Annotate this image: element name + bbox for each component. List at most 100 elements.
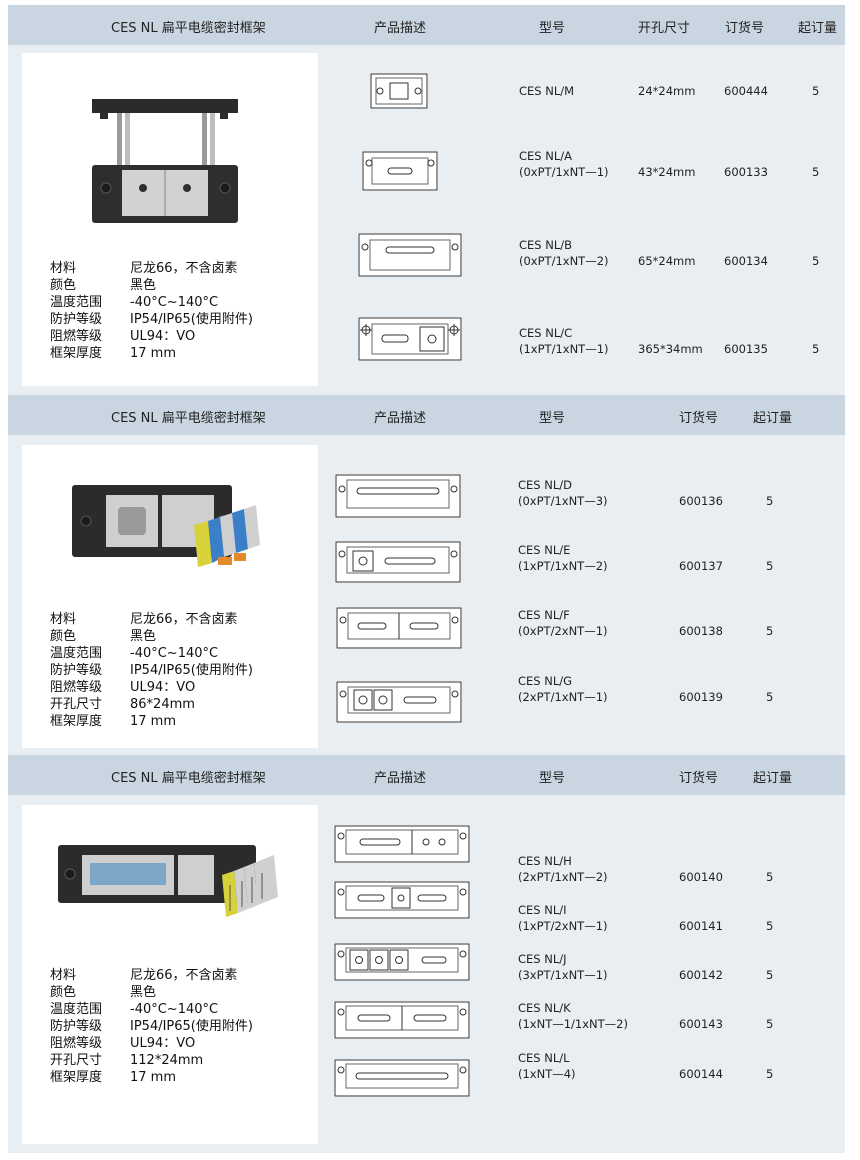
spec-key: 阻燃等级 — [50, 329, 103, 344]
moq-cell: 5 — [766, 624, 774, 638]
spec-value: 17 mm — [130, 1070, 177, 1085]
spec-key: 温度范围 — [50, 295, 103, 310]
moq-cell: 5 — [766, 690, 774, 704]
order-cell: 600134 — [724, 254, 768, 268]
spec-key: 温度范围 — [50, 646, 103, 661]
header-moq: 起订量 — [798, 21, 838, 36]
drawing-nl-l — [334, 1059, 470, 1097]
order-cell: 600140 — [679, 870, 723, 884]
model-cell: CES NL/C(1xPT/1xNT—1) — [519, 326, 609, 356]
spec-row: 温度范围-40°C~140°C — [50, 294, 253, 311]
model-cell: CES NL/F(0xPT/2xNT—1) — [518, 608, 608, 638]
spec-row: 颜色黑色 — [50, 628, 253, 645]
model-cell: CES NL/I(1xPT/2xNT—1) — [518, 903, 608, 933]
model-cell: CES NL/L(1xNT—4) — [518, 1051, 576, 1081]
header-product: CES NL 扁平电缆密封框架 — [111, 771, 266, 786]
drawing-nl-b — [358, 233, 462, 277]
model-cell: CES NL/J(3xPT/1xNT—1) — [518, 952, 608, 982]
spec-key: 框架厚度 — [50, 714, 103, 729]
order-cell: 600142 — [679, 968, 723, 982]
moq-cell: 5 — [812, 254, 820, 268]
model-cell: CES NL/D(0xPT/1xNT—3) — [518, 478, 608, 508]
spec-key: 框架厚度 — [50, 346, 103, 361]
drawing-nl-k — [334, 1001, 470, 1039]
drawing-nl-j — [334, 943, 470, 981]
spec-value: 17 mm — [130, 714, 177, 729]
section-3-header: CES NL 扁平电缆密封框架 产品描述 型号 订货号 起订量 — [8, 755, 845, 795]
header-desc: 产品描述 — [374, 771, 427, 786]
cutout-cell: 24*24mm — [638, 84, 696, 98]
drawing-nl-m — [370, 73, 428, 109]
moq-cell: 5 — [766, 1067, 774, 1081]
moq-cell: 5 — [766, 559, 774, 573]
model-cell: CES NL/A(0xPT/1xNT—1) — [519, 149, 609, 179]
model-cell: CES NL/E(1xPT/1xNT—2) — [518, 543, 608, 573]
header-product: CES NL 扁平电缆密封框架 — [111, 411, 266, 426]
header-model: 型号 — [539, 771, 566, 786]
spec-key: 颜色 — [50, 629, 77, 644]
spec-row: 框架厚度 17 mm — [50, 345, 253, 362]
spec-row: 颜色黑色 — [50, 984, 253, 1001]
frame-with-terminals-image — [72, 485, 260, 567]
moq-cell: 5 — [766, 968, 774, 982]
spec-value: 黑色 — [130, 278, 157, 293]
cutout-cell: 43*24mm — [638, 165, 696, 179]
spec-row: 框架厚度 17 mm — [50, 713, 253, 730]
spec-key: 材料 — [50, 261, 77, 276]
spec-key: 温度范围 — [50, 1002, 103, 1017]
drawing-nl-g — [336, 681, 462, 723]
moq-cell: 5 — [766, 1017, 774, 1031]
header-order: 订货号 — [679, 771, 719, 786]
product-photo-panel — [22, 805, 318, 1144]
order-cell: 600138 — [679, 624, 723, 638]
section-1-header: CES NL 扁平电缆密封框架 产品描述 型号 开孔尺寸 订货号 起订量 — [8, 5, 845, 45]
moq-cell: 5 — [812, 342, 820, 356]
spec-row: 温度范围-40°C~140°C — [50, 1001, 253, 1018]
spec-value: UL94：VO — [130, 1036, 196, 1051]
header-desc: 产品描述 — [374, 411, 427, 426]
model-cell: CES NL/M — [519, 84, 575, 98]
moq-cell: 5 — [766, 494, 774, 508]
moq-cell: 5 — [812, 84, 820, 98]
spec-value: -40°C~140°C — [130, 646, 219, 661]
order-cell: 600135 — [724, 342, 768, 356]
order-cell: 600144 — [679, 1067, 723, 1081]
spec-key: 防护等级 — [50, 663, 103, 678]
header-cutout: 开孔尺寸 — [638, 21, 691, 36]
spec-value: 尼龙66，不含卤素 — [130, 968, 238, 983]
moq-cell: 5 — [812, 165, 820, 179]
header-model: 型号 — [539, 411, 566, 426]
cutout-cell: 365*34mm — [638, 342, 703, 356]
spec-value: 112*24mm — [130, 1053, 204, 1068]
moq-cell: 5 — [766, 919, 774, 933]
header-desc: 产品描述 — [374, 21, 427, 36]
model-cell: CES NL/K(1xNT—1/1xNT—2) — [518, 1001, 628, 1031]
spec-row: 材料 尼龙66，不含卤素 — [50, 260, 253, 277]
header-order: 订货号 — [679, 411, 719, 426]
drawing-nl-i — [334, 881, 470, 919]
model-cell: CES NL/H(2xPT/1xNT—2) — [518, 854, 608, 884]
spec-value: 17 mm — [130, 346, 177, 361]
header-moq: 起订量 — [753, 771, 793, 786]
spec-key: 开孔尺寸 — [50, 697, 103, 712]
spec-value: 尼龙66，不含卤素 — [130, 261, 238, 276]
drawing-nl-d — [335, 474, 461, 518]
header-order: 订货号 — [725, 21, 765, 36]
drawing-nl-h — [334, 825, 470, 863]
order-cell: 600139 — [679, 690, 723, 704]
spec-key: 材料 — [50, 968, 77, 983]
spec-key: 材料 — [50, 612, 77, 627]
order-cell: 600133 — [724, 165, 768, 179]
spec-row: 材料尼龙66，不含卤素 — [50, 611, 253, 628]
spec-key: 框架厚度 — [50, 1070, 103, 1085]
frame-with-bolts-image — [92, 99, 238, 223]
spec-row: 材料 尼龙66，不含卤素 — [50, 967, 253, 984]
order-cell: 600444 — [724, 84, 768, 98]
